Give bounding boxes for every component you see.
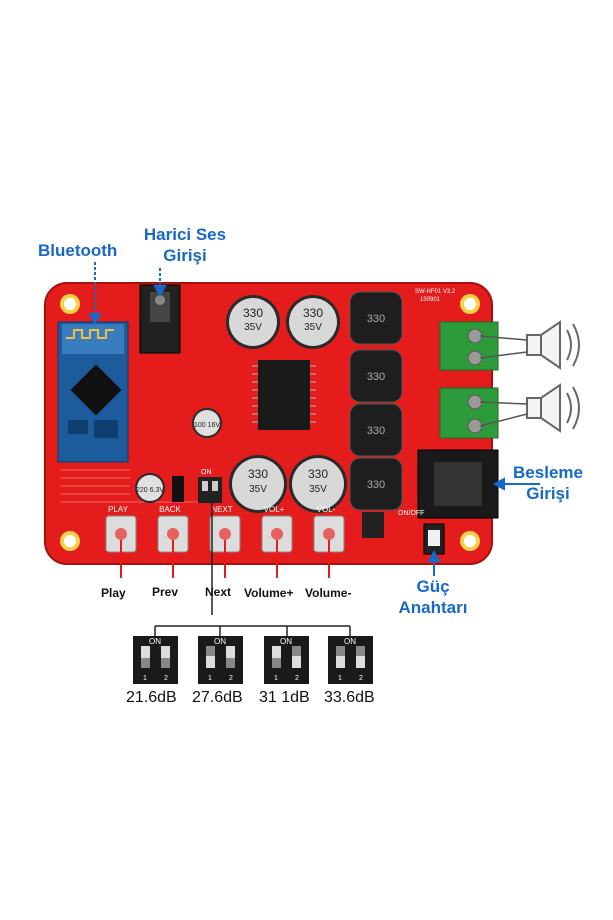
svg-text:220 6.3V: 220 6.3V [136,487,164,494]
button-leaders [120,540,330,578]
model-text: SW-HF01 V3.2 [415,289,456,295]
svg-text:1: 1 [143,675,147,682]
capacitor-small-1: 100 16V [192,408,222,438]
svg-text:PLAY: PLAY [108,505,129,514]
aux-input-label-line2: Girişi [163,246,207,265]
svg-text:330: 330 [248,467,268,481]
mounting-holes [60,294,480,551]
svg-text:100 16V: 100 16V [194,422,220,429]
speaker-icon-bottom [526,383,580,433]
svg-text:1: 1 [338,675,342,682]
inductors [349,291,403,511]
capacitor-top-right: 330 35V [286,295,340,349]
svg-text:2: 2 [359,675,363,682]
svg-text:2: 2 [164,675,168,682]
svg-text:150901: 150901 [420,297,441,303]
svg-text:35V: 35V [309,484,327,495]
button-label-volume-down: Volume- [305,586,352,600]
power-switch-label: Güç Anahtarı [388,576,478,618]
svg-text:2: 2 [229,675,233,682]
bluetooth-module [57,321,129,463]
svg-text:ON: ON [149,637,161,646]
speaker-terminals [439,321,499,439]
svg-text:ON: ON [201,469,212,476]
svg-text:330: 330 [308,467,328,481]
capacitor-bottom-right: 330 35V [289,455,347,513]
power-input-label-line2: Girişi [526,484,570,503]
capacitor-top-left: 330 35V [226,295,280,349]
svg-text:330: 330 [367,313,385,325]
svg-text:330: 330 [367,425,385,437]
gain-label-3: 31 1dB [259,689,310,706]
svg-text:35V: 35V [304,322,322,333]
svg-text:ON: ON [344,637,356,646]
gain-label-2: 27.6dB [192,689,243,706]
capacitor-small-2: 220 6.3V [135,473,165,503]
svg-text:ON: ON [280,637,292,646]
svg-text:NEXT: NEXT [211,505,232,514]
gain-label-1: 21.6dB [126,689,177,706]
svg-text:1: 1 [208,675,212,682]
svg-text:BACK: BACK [159,505,181,514]
svg-text:35V: 35V [244,322,262,333]
bluetooth-label: Bluetooth [38,241,118,260]
svg-text:2: 2 [295,675,299,682]
aux-input-label-line1: Harici Ses [143,225,227,244]
svg-text:ON: ON [214,637,226,646]
power-input-label: Besleme Girişi [506,462,590,504]
svg-text:1: 1 [274,675,278,682]
power-input-label-line1: Besleme [513,463,583,482]
svg-text:ON/OFF: ON/OFF [398,510,424,517]
amplifier-chip [258,360,310,430]
aux-input-label: Harici Ses Girişi [132,224,238,266]
svg-text:330: 330 [367,371,385,383]
cap-text: 330 [243,306,263,320]
dip-switch [198,477,222,503]
gain-switch-icons [133,636,373,684]
callout-arrows [88,262,540,576]
power-switch-label-line1: Güç [416,577,450,596]
button-label-prev: Prev [152,585,179,599]
button-label-next: Next [205,585,232,599]
svg-text:VOL+: VOL+ [264,505,285,514]
svg-text:35V: 35V [249,484,267,495]
svg-text:VOL-: VOL- [317,505,336,514]
gain-tree-lines [154,503,351,636]
svg-text:330: 330 [303,306,323,320]
capacitor-bottom-left: 330 35V [229,455,287,513]
button-label-play: Play [101,586,126,600]
gain-label-4: 33.6dB [324,689,375,706]
speaker-icon-top [526,320,580,370]
svg-text:330: 330 [367,479,385,491]
button-label-volume-up: Volume+ [244,586,294,600]
power-switch-label-line2: Anahtarı [398,598,468,617]
